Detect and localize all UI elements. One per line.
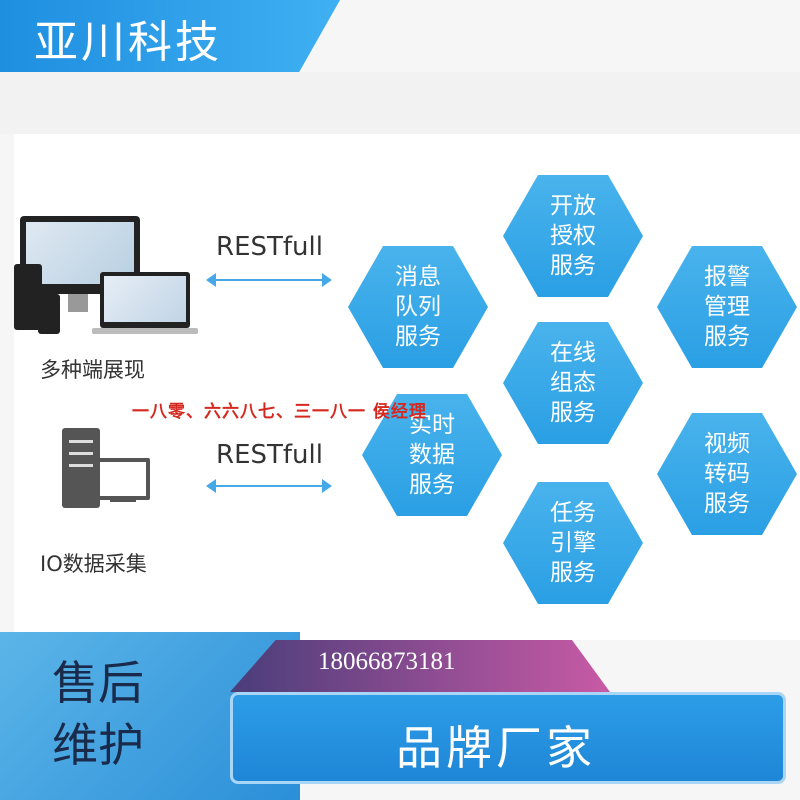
server-slot xyxy=(69,440,93,443)
service-hex-realtime-data: 实时 数据 服务 xyxy=(362,394,502,516)
protocol-label-bottom: RESTfull xyxy=(216,440,323,470)
brand-button[interactable] xyxy=(230,692,786,784)
service-label: 开放 授权 服务 xyxy=(550,193,596,279)
phone-number[interactable]: 18066873181 xyxy=(318,648,456,675)
laptop-screen xyxy=(104,276,186,322)
service-label: 报警 管理 服务 xyxy=(704,264,750,350)
server-slot xyxy=(69,452,93,455)
monitor-stand xyxy=(68,294,88,312)
top-strip xyxy=(0,72,800,134)
service-label: 任务 引擎 服务 xyxy=(550,500,596,586)
brand-button-label: 品牌厂家 xyxy=(396,721,596,775)
io-collection-label: IO数据采集 xyxy=(40,552,147,576)
protocol-label-top: RESTfull xyxy=(216,232,323,262)
after-sales-label: 售后 维护 xyxy=(52,656,144,772)
computer-base xyxy=(110,498,136,502)
contact-overlay-text: 一八零、六六八七、三一八一 侯经理 xyxy=(132,402,427,422)
multi-terminal-label: 多种端展现 xyxy=(40,358,145,382)
service-label: 在线 组态 服务 xyxy=(550,340,596,426)
laptop-base xyxy=(92,328,198,334)
tablet-icon xyxy=(14,264,42,330)
bidirectional-arrow-icon xyxy=(206,273,332,287)
architecture-diagram xyxy=(14,134,800,640)
brand-banner xyxy=(0,0,340,72)
server-slot xyxy=(69,464,93,467)
bidirectional-arrow-icon xyxy=(206,479,332,493)
service-label: 消息 队列 服务 xyxy=(395,264,441,350)
company-name: 亚川科技 xyxy=(34,17,222,68)
service-label: 实时 数据 服务 xyxy=(409,412,455,498)
service-hex-message-queue: 消息 队列 服务 xyxy=(348,246,488,368)
phone-icon xyxy=(38,294,60,334)
service-label: 视频 转码 服务 xyxy=(704,431,750,517)
computer-icon xyxy=(96,458,150,500)
phone-banner xyxy=(230,640,610,692)
